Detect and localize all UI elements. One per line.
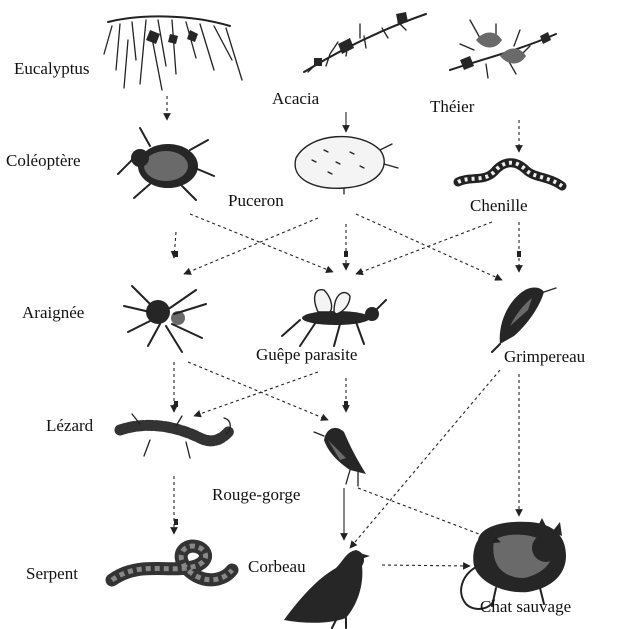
link-11 bbox=[188, 362, 328, 420]
level-marker-0 bbox=[174, 251, 178, 257]
acacia-drawing bbox=[304, 12, 426, 72]
chat-sauvage-drawing bbox=[461, 518, 566, 609]
coleoptere-drawing bbox=[118, 128, 214, 200]
level-marker-4 bbox=[344, 401, 348, 407]
label-serpent: Serpent bbox=[26, 564, 78, 583]
label-guepe: Guêpe parasite bbox=[256, 345, 357, 364]
link-18 bbox=[358, 488, 500, 542]
eucalyptus-drawing bbox=[104, 16, 242, 90]
link-5 bbox=[184, 218, 318, 274]
link-19 bbox=[382, 565, 470, 566]
guepe-drawing bbox=[282, 290, 386, 346]
chenille-drawing bbox=[458, 163, 562, 186]
label-rouge-gorge: Rouge-gorge bbox=[212, 485, 300, 504]
serpent-drawing bbox=[112, 546, 232, 580]
puceron-drawing bbox=[295, 137, 398, 194]
label-corbeau: Corbeau bbox=[248, 557, 306, 576]
link-7 bbox=[356, 214, 502, 280]
level-marker-3 bbox=[174, 401, 178, 407]
lezard-drawing bbox=[120, 414, 230, 458]
label-eucalyptus: Eucalyptus bbox=[14, 59, 90, 78]
rouge-gorge-drawing bbox=[314, 428, 366, 486]
theier-drawing bbox=[450, 20, 556, 78]
level-marker-1 bbox=[344, 251, 348, 257]
grimpereau-drawing bbox=[492, 288, 556, 353]
link-4 bbox=[190, 214, 333, 272]
araignee-drawing bbox=[124, 286, 206, 352]
label-araignee: Araignée bbox=[22, 303, 84, 322]
level-marker-2 bbox=[517, 251, 521, 257]
level-markers bbox=[174, 251, 521, 525]
label-lezard: Lézard bbox=[46, 416, 94, 435]
label-acacia: Acacia bbox=[272, 89, 320, 108]
link-12 bbox=[194, 372, 318, 416]
label-coleoptere: Coléoptère bbox=[6, 151, 81, 170]
label-theier: Théier bbox=[430, 97, 475, 116]
label-puceron: Puceron bbox=[228, 191, 284, 210]
label-grimpereau: Grimpereau bbox=[504, 347, 586, 366]
label-chenille: Chenille bbox=[470, 196, 528, 215]
link-15 bbox=[350, 370, 500, 548]
level-marker-5 bbox=[174, 519, 178, 525]
label-chat-sauvage: Chat sauvage bbox=[480, 597, 571, 616]
